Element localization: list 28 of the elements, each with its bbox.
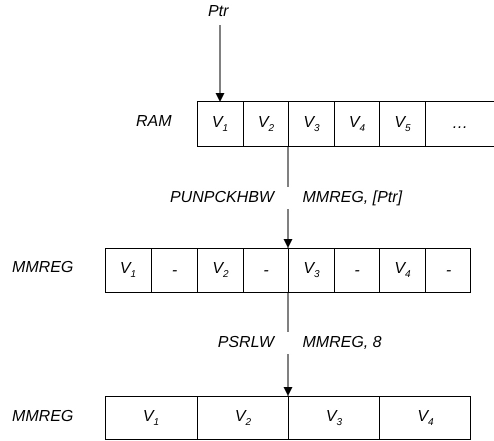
memory-row — [105, 396, 471, 440]
memory-cell: … — [425, 102, 494, 146]
pointer-label: Ptr — [208, 3, 228, 21]
memory-cell: V$_{1}$ — [197, 102, 243, 146]
memory-cell: - — [425, 249, 471, 292]
memory-cell: - — [151, 249, 197, 292]
memory-cell: V$_{2}$ — [197, 397, 288, 439]
row-label: RAM — [136, 113, 172, 131]
memory-cell: V$_{1}$ — [105, 249, 151, 292]
memory-cell: - — [334, 249, 379, 292]
memory-cell: V$_{3}$ — [288, 102, 334, 146]
memory-cell: V$_{2}$ — [197, 249, 243, 292]
memory-cell: V$_{4}$ — [334, 102, 379, 146]
memory-cell: V$_{3}$ — [288, 397, 379, 439]
memory-row — [197, 101, 494, 147]
memory-cell: V$_{2}$ — [243, 102, 288, 146]
memory-row — [105, 248, 471, 293]
memory-cell: V$_{5}$ — [379, 102, 425, 146]
row-label: MMREG — [12, 408, 74, 426]
instruction-label: PUNPCKHBW MMREG, [Ptr] — [170, 187, 402, 209]
memory-cell: V$_{4}$ — [379, 249, 425, 292]
row-label: MMREG — [12, 259, 74, 277]
memory-cell: V$_{4}$ — [379, 397, 471, 439]
memory-cell: - — [243, 249, 288, 292]
memory-cell: V$_{1}$ — [105, 397, 197, 439]
instruction-label: PSRLW MMREG, 8 — [218, 332, 382, 354]
arrow — [216, 24, 224, 102]
memory-cell: V$_{3}$ — [288, 249, 334, 292]
